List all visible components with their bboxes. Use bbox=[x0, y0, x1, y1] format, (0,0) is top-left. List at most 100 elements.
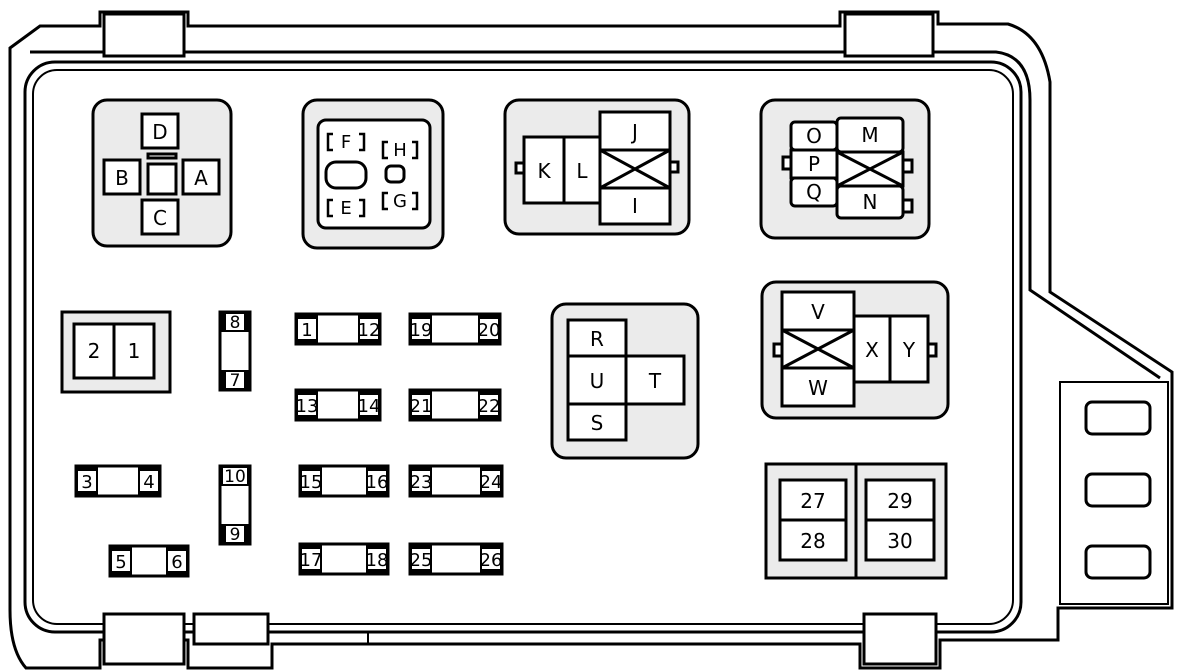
label-m: M bbox=[861, 123, 878, 147]
blade-fuse: 21 22 bbox=[408, 388, 502, 422]
latch-bottom-right bbox=[862, 612, 938, 666]
fuse-label: 20 bbox=[478, 320, 501, 341]
relay-vwxy: V W X Y bbox=[760, 280, 950, 420]
label-s: S bbox=[591, 411, 604, 435]
blade-fuse-right-window bbox=[480, 395, 498, 415]
fuse-label: 17 bbox=[300, 550, 323, 571]
side-slot-2 bbox=[1084, 472, 1152, 508]
blade-fuse-left-window bbox=[298, 319, 316, 339]
label-x: X bbox=[865, 338, 879, 362]
bracket-h bbox=[381, 140, 419, 160]
terminal-oval-large bbox=[324, 160, 368, 190]
blade-fuse-right-window bbox=[360, 395, 378, 415]
tab-right-vwxy bbox=[926, 342, 938, 358]
tab-left-mnopq bbox=[781, 155, 793, 171]
label-t: T bbox=[648, 369, 662, 393]
main-panel-inner bbox=[32, 69, 1014, 625]
fuse-1-box bbox=[112, 322, 156, 380]
fuse-10-9-bottom-window bbox=[226, 526, 244, 542]
cross-mark-vwxy bbox=[781, 328, 855, 370]
fuse-30-label: 30 bbox=[887, 529, 912, 553]
label-u: U bbox=[590, 369, 605, 393]
blade-fuse-right-window bbox=[140, 471, 158, 491]
tab-right-top bbox=[901, 158, 914, 174]
blade-fuse-right-window bbox=[480, 319, 498, 339]
label-y: Y bbox=[902, 338, 916, 362]
fuse-29-label: 29 bbox=[887, 489, 912, 513]
fuse-8-label: 8 bbox=[230, 313, 241, 333]
latch-bottom-mid bbox=[192, 612, 270, 646]
terminal-c-box bbox=[140, 198, 180, 236]
fuse-27-label: 27 bbox=[800, 489, 825, 513]
terminal-u-box bbox=[566, 354, 628, 406]
label-k: K bbox=[537, 159, 551, 183]
fuse-28-label: 28 bbox=[800, 529, 825, 553]
tab-left-vwxy bbox=[772, 342, 784, 358]
latch-bottom-left bbox=[102, 612, 186, 666]
label-f: F bbox=[341, 132, 351, 153]
fuse-10-9-top-window bbox=[223, 468, 247, 484]
side-panel bbox=[1059, 381, 1169, 605]
blade-fuse-left-window bbox=[78, 471, 96, 491]
blade-fuse-left-window bbox=[298, 395, 316, 415]
terminal-divider bbox=[146, 152, 178, 160]
label-o: O bbox=[806, 124, 822, 148]
terminal-i-box bbox=[598, 186, 672, 226]
blade-fuse-left-window bbox=[412, 395, 430, 415]
blade-fuse-left-window bbox=[412, 319, 430, 339]
fuse-label: 6 bbox=[171, 552, 182, 573]
blade-fuse-right-window bbox=[482, 549, 500, 569]
fuse-label: 14 bbox=[358, 396, 381, 417]
fuse-block-1-2: 2 1 bbox=[60, 310, 172, 394]
bracket-g bbox=[381, 191, 419, 211]
fuse-label: 13 bbox=[296, 396, 319, 417]
fuse-10-label: 10 bbox=[224, 467, 246, 487]
terminal-oval-small bbox=[384, 164, 406, 184]
latch-top-right bbox=[843, 12, 935, 58]
relay-efgh: F H G E bbox=[301, 98, 445, 250]
label-p: P bbox=[808, 152, 820, 176]
fuse-label: 19 bbox=[410, 320, 433, 341]
blade-fuse-left-window bbox=[412, 471, 430, 491]
terminal-x-box bbox=[852, 314, 892, 384]
fuse-9-label: 9 bbox=[230, 525, 241, 545]
blade-fuse-right-window bbox=[168, 551, 186, 571]
label-w: W bbox=[808, 376, 828, 400]
terminal-t-box bbox=[624, 354, 686, 406]
fuse-label: 12 bbox=[358, 320, 381, 341]
terminal-s-box bbox=[566, 402, 628, 442]
label-i: I bbox=[632, 194, 638, 218]
blade-fuse-right-window bbox=[368, 471, 386, 491]
label-e: E bbox=[340, 198, 351, 219]
label-g: G bbox=[393, 191, 407, 212]
blade-fuse: 13 14 bbox=[294, 388, 382, 422]
fuse-label: 15 bbox=[300, 472, 323, 493]
bracket-e bbox=[326, 198, 366, 218]
fuse-block-27-30: 27 28 29 30 bbox=[764, 462, 948, 580]
fuse-label: 22 bbox=[478, 396, 501, 417]
fuse-label: 25 bbox=[410, 550, 433, 571]
fuse-10-9: 10 9 bbox=[218, 464, 252, 546]
label-a: A bbox=[194, 166, 208, 190]
label-c: C bbox=[153, 206, 167, 230]
label-l: L bbox=[576, 159, 588, 183]
label-j: J bbox=[630, 120, 638, 144]
fuse-label: 21 bbox=[410, 396, 433, 417]
terminal-y-box bbox=[888, 314, 930, 384]
fuse-8-7-bottom-window bbox=[226, 372, 244, 388]
label-h: H bbox=[393, 140, 407, 161]
latch-top-left bbox=[102, 12, 186, 58]
label-q: Q bbox=[806, 180, 822, 204]
bracket-f bbox=[326, 132, 366, 152]
fuse-2-label: 2 bbox=[88, 339, 101, 363]
fuse-label: 3 bbox=[81, 472, 92, 493]
housing-outline bbox=[8, 10, 1174, 670]
